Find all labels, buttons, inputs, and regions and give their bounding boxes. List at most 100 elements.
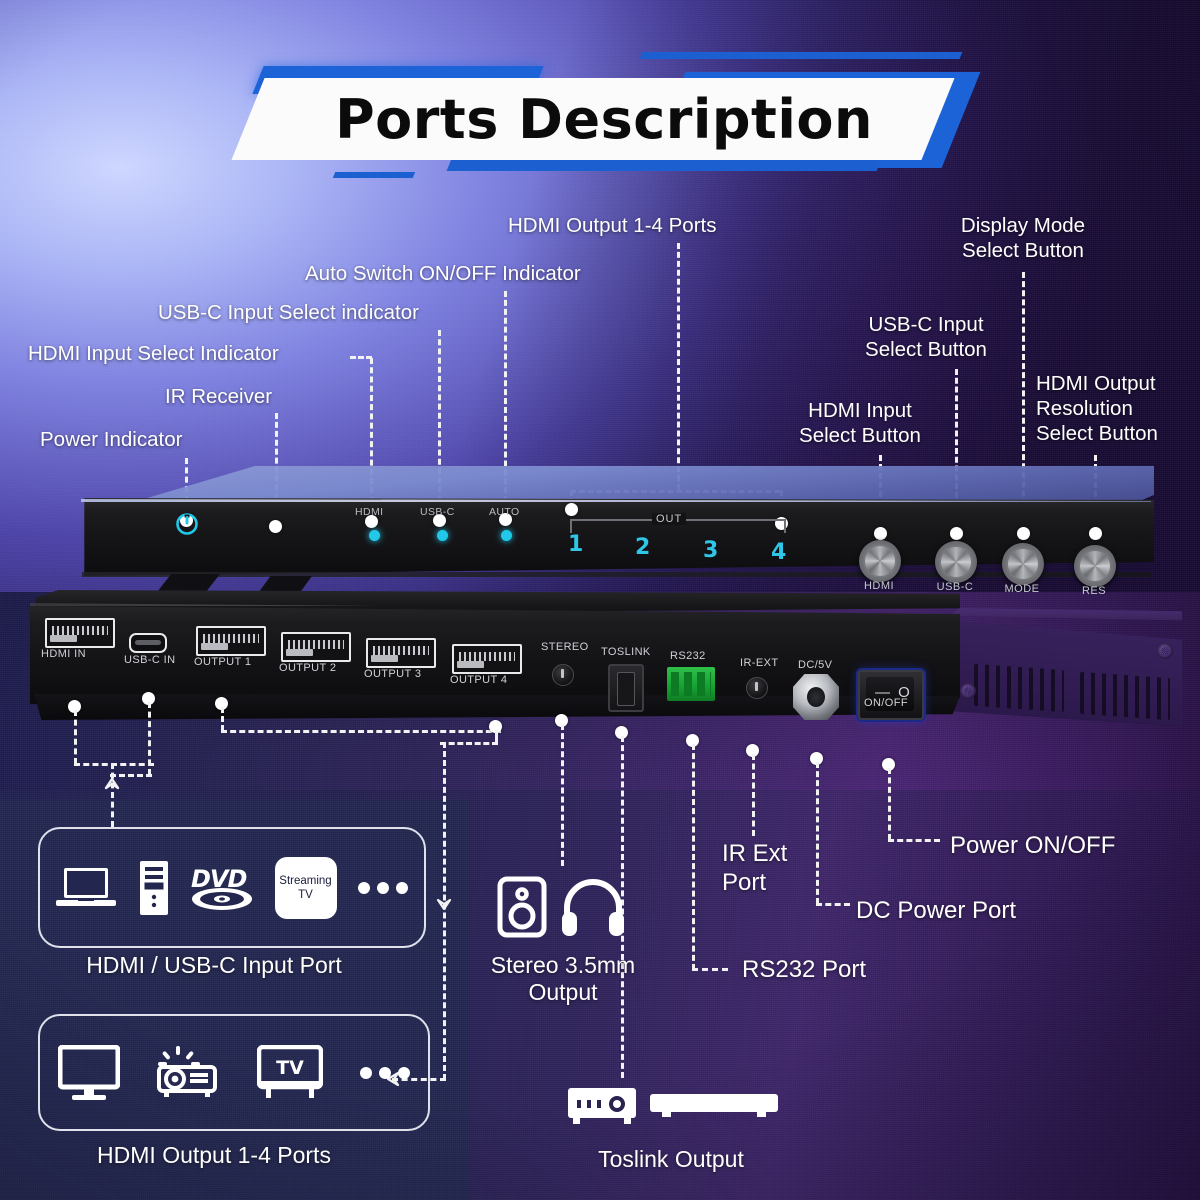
av-receiver-icon <box>568 1088 636 1124</box>
leader-output-merge-h <box>440 742 498 745</box>
port-stereo-jack[interactable] <box>552 664 574 686</box>
front-indicator-label-hdmi: HDMI <box>355 506 384 518</box>
leader-rs232-v <box>692 744 695 970</box>
leader-hdmi-in-v <box>74 710 77 764</box>
ellipsis-icon-input <box>358 881 408 894</box>
screw-right <box>1157 643 1173 659</box>
caption-output-ports: HDMI Output 1-4 Ports <box>97 1142 331 1168</box>
leader-input-merge-v <box>111 763 114 827</box>
port-rs232[interactable] <box>667 667 715 701</box>
dvd-label: DVD <box>191 864 247 893</box>
front-panel-device <box>76 466 1160 600</box>
anchor-dot-toslink <box>615 726 628 739</box>
ellipsis-icon-output <box>359 1066 410 1079</box>
leader-output-1-v <box>221 707 224 731</box>
front-indicator-label-auto: AUTO <box>489 506 520 518</box>
anchor-dot-auto-indicator <box>499 513 512 526</box>
tv-icon: TV <box>256 1044 323 1098</box>
front-indicator-label-usbc: USB-C <box>420 506 455 518</box>
out-number-1: 1 <box>568 532 584 557</box>
leader-power-switch-h <box>888 839 940 842</box>
button-hdmi-input-select[interactable] <box>859 540 901 582</box>
leader-output-top-h <box>221 730 501 733</box>
output-devices-box: TV <box>38 1014 430 1131</box>
leader-usbc-indicator <box>438 330 441 520</box>
arrow-up-input-box <box>104 777 120 790</box>
out-number-4: 4 <box>771 540 787 565</box>
leader-output-box-h <box>392 1078 446 1081</box>
switch-power-on-off[interactable] <box>858 670 924 720</box>
port-label-rs232: RS232 <box>670 650 706 662</box>
button-usbc-input-select[interactable] <box>935 541 977 583</box>
anchor-dot-usbc-in <box>142 692 155 705</box>
port-label-toslink: TOSLINK <box>601 646 651 658</box>
anchor-dot-dc-power <box>810 752 823 765</box>
label-ir-ext-port: IR Ext Port <box>722 840 788 896</box>
port-label-stereo: STEREO <box>541 641 589 653</box>
out-number-3: 3 <box>703 538 719 563</box>
banner-accent-bottom-left <box>332 172 416 178</box>
front-face <box>84 498 1154 576</box>
caption-toslink-output: Toslink Output <box>598 1146 744 1172</box>
arrow-left-output-box <box>386 1071 400 1087</box>
label-dc-power-port: DC Power Port <box>856 897 1017 924</box>
port-label-output-1: OUTPUT 1 <box>194 656 252 668</box>
led-usbc <box>437 530 448 541</box>
streaming-tv-label-line1: Streaming <box>279 874 332 887</box>
label-usbc-input-select-indicator: USB-C Input Select indicator <box>158 301 419 324</box>
screw-left <box>960 683 976 699</box>
port-usbc-in[interactable] <box>129 633 167 653</box>
monitor-icon <box>58 1044 120 1100</box>
port-hdmi-in[interactable] <box>45 618 115 648</box>
projector-icon <box>157 1045 218 1097</box>
port-ir-ext[interactable] <box>746 677 768 699</box>
leader-dc-power-v <box>816 762 819 904</box>
leader-hdmi-indicator-elbow <box>350 356 372 359</box>
label-rs232-port: RS232 Port <box>742 956 867 983</box>
anchor-dot-output-4 <box>489 720 502 733</box>
anchor-dot-out-left <box>565 503 578 516</box>
button-label-usbc: USB-C <box>936 581 974 593</box>
anchor-dot-mode-button <box>1017 527 1030 540</box>
anchor-dot-ir-receiver <box>269 520 282 533</box>
leader-power-switch-v <box>888 768 891 840</box>
port-label-dc-5v: DC/5V <box>798 659 833 671</box>
anchor-dot-ir-ext <box>746 744 759 757</box>
power-icon[interactable] <box>175 512 199 536</box>
streaming-tv-icon: Streaming TV <box>274 856 337 919</box>
input-devices-box: DVD Streaming TV <box>38 827 426 948</box>
port-toslink[interactable] <box>608 664 644 712</box>
leader-usbc-button <box>955 369 958 533</box>
leader-output-4-v <box>495 730 498 742</box>
front-top-highlight <box>81 499 1151 502</box>
rear-panel-device <box>20 590 1182 750</box>
caption-input-port: HDMI / USB-C Input Port <box>86 952 342 978</box>
leader-hdmi-output-ports <box>677 243 680 490</box>
label-usbc-input-select-button: USB-C Input Select Button <box>865 313 987 361</box>
arrow-down-midpoint <box>436 898 452 911</box>
label-hdmi-input-select-button: HDMI Input Select Button <box>799 399 921 447</box>
leader-hdmi-indicator <box>370 358 373 521</box>
streaming-tv-label-line2: TV <box>298 888 313 901</box>
front-top-surface <box>126 466 1154 504</box>
port-output-4[interactable] <box>452 644 522 674</box>
button-resolution-select[interactable] <box>1074 545 1116 587</box>
port-output-3[interactable] <box>366 638 436 668</box>
page-title: Ports Description <box>335 87 873 151</box>
svg-text:TV: TV <box>276 1057 304 1079</box>
port-output-1[interactable] <box>196 626 266 656</box>
anchor-dot-hdmi-in <box>68 700 81 713</box>
button-display-mode-select[interactable] <box>1002 543 1044 585</box>
title-banner: Ports Description <box>231 44 981 180</box>
port-output-2[interactable] <box>281 632 351 662</box>
caption-stereo-output: Stereo 3.5mm Output <box>490 952 636 1005</box>
port-dc-power[interactable] <box>793 674 839 720</box>
label-hdmi-output-resolution-select-button: HDMI Output Resolution Select Button <box>1036 372 1158 445</box>
vent-left <box>974 663 1064 713</box>
desktop-tower-icon <box>139 860 168 915</box>
vent-right <box>1080 671 1170 721</box>
anchor-dot-output-1 <box>215 697 228 710</box>
leader-hdmi-in-h <box>74 763 154 766</box>
button-label-mode: MODE <box>1004 583 1040 595</box>
